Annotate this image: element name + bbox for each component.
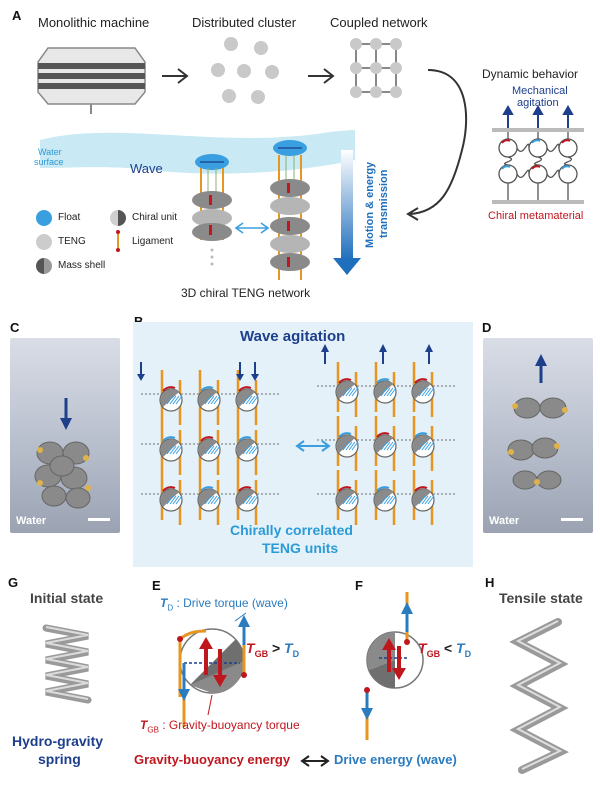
td-legend: TD : Drive torque (wave) [160, 596, 288, 613]
legend-chiral: Chiral unit [132, 212, 178, 223]
panel-label-b: B [134, 314, 143, 329]
caption-line1: Chirally correlated [230, 522, 353, 538]
legend-float: Float [58, 212, 81, 223]
scale-bar-c [88, 518, 110, 521]
compressed-spring-icon [42, 624, 92, 704]
panel-label-a: A [12, 8, 22, 23]
water-label-d: Water [489, 515, 520, 527]
tensile-state-label: Tensile state [499, 590, 583, 606]
arrow-right-icon [308, 68, 335, 84]
network-caption: 3D chiral TENG network [181, 286, 311, 300]
caption-line2: TENG units [262, 540, 339, 556]
wave-agitation-title: Wave agitation [240, 328, 346, 345]
hydro-gravity-label: Hydro-gravity [12, 733, 104, 749]
motion-arrow-icon [341, 150, 353, 260]
panel-label-g: G [8, 575, 19, 590]
f-comparison: TGB < TD [418, 640, 472, 659]
panel-label-f: F [355, 578, 363, 593]
panel-e-diagram [177, 612, 250, 727]
agitation-label: agitation [517, 97, 559, 109]
panel-a-graphics [36, 37, 584, 280]
panel-label-d: D [482, 320, 492, 335]
double-arrow-icon [295, 440, 331, 452]
surface-label: surface [34, 157, 64, 167]
e-comparison: TGB > TD [246, 640, 300, 659]
coupled-label: Coupled network [330, 15, 428, 30]
spring-label: spring [38, 751, 81, 767]
photo-c: Water [10, 338, 120, 533]
chiral-metamaterial-label: Chiral metamaterial [488, 210, 584, 222]
distributed-cluster-icon [211, 37, 279, 104]
scale-bar-d [561, 518, 583, 521]
motion-label: Motion & energy [364, 161, 376, 248]
photo-d: Water [483, 338, 593, 533]
water-label-c: Water [16, 515, 47, 527]
dynamic-behavior-label: Dynamic behavior [482, 67, 579, 81]
legend-teng: TENG [58, 236, 86, 247]
distributed-label: Distributed cluster [192, 15, 297, 30]
teng-network-illustration [192, 140, 310, 280]
monolithic-machine-icon [37, 47, 146, 114]
coupled-network-icon [350, 38, 402, 98]
legend-ligament: Ligament [132, 236, 174, 247]
arrow-right-icon [162, 68, 189, 84]
double-arrow-icon [300, 755, 330, 767]
panel-label-h: H [485, 575, 495, 590]
water-label: Water [38, 147, 62, 157]
drive-energy-label: Drive energy (wave) [334, 752, 457, 767]
legend-mass: Mass shell [58, 260, 106, 271]
transmission-label: transmission [378, 169, 390, 238]
panel-f-diagram [361, 592, 424, 740]
panel-b-graphics [137, 344, 457, 525]
chiral-metamaterial-diagram [492, 104, 584, 204]
tgb-legend: TGB : Gravity-buoyancy torque [140, 718, 300, 735]
curved-arrow-icon [409, 69, 468, 215]
mechanical-label: Mechanical [512, 85, 568, 97]
stretched-spring-icon [509, 618, 569, 774]
gravity-energy-label: Gravity-buoyancy energy [134, 752, 291, 767]
panel-label-c: C [10, 320, 20, 335]
water-surface-band [40, 130, 355, 174]
wave-label: Wave [130, 161, 163, 176]
monolithic-label: Monolithic machine [38, 15, 150, 30]
initial-state-label: Initial state [30, 590, 104, 606]
panel-label-e: E [152, 578, 161, 593]
legend-glyphs [36, 210, 126, 274]
